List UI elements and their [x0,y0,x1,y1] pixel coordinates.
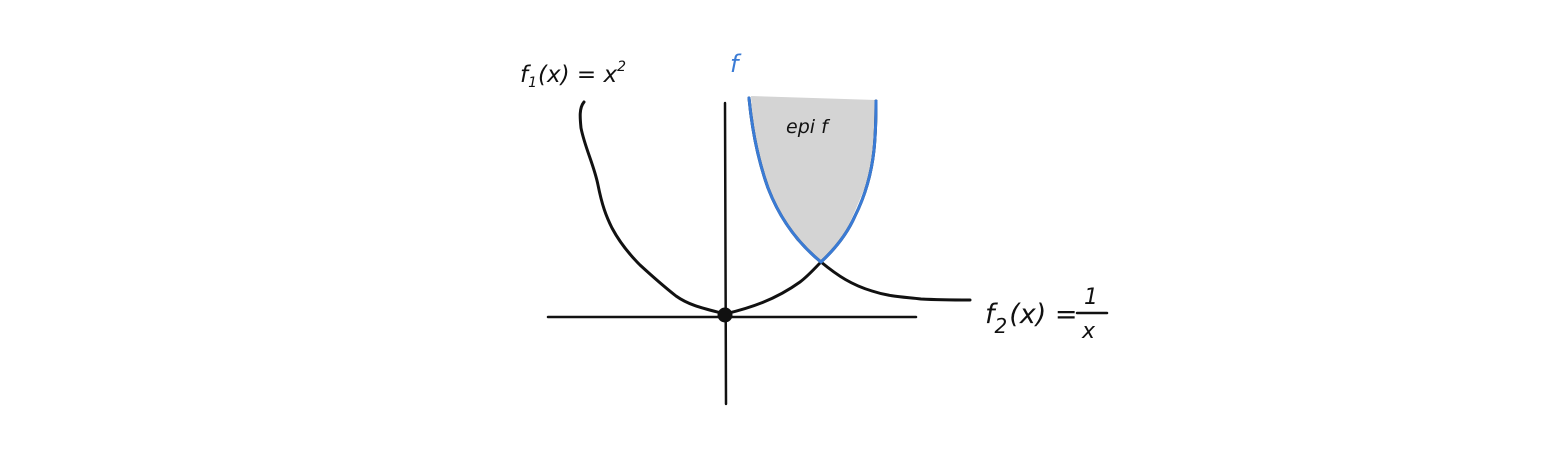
f2-label: f2(x) = [985,299,1078,338]
f2-fraction-numerator: 1 [1084,285,1098,310]
f1-label: f1(x) = x2 [520,59,626,91]
epigraph-region [751,96,876,262]
f-label: f [730,50,742,78]
origin-point [717,307,733,323]
y-axis [723,101,728,406]
epi-label: epi f [786,116,831,138]
f-max-left-branch [747,96,823,264]
f-max-right-branch [819,99,878,264]
f2-fraction-denominator: x [1081,319,1096,344]
